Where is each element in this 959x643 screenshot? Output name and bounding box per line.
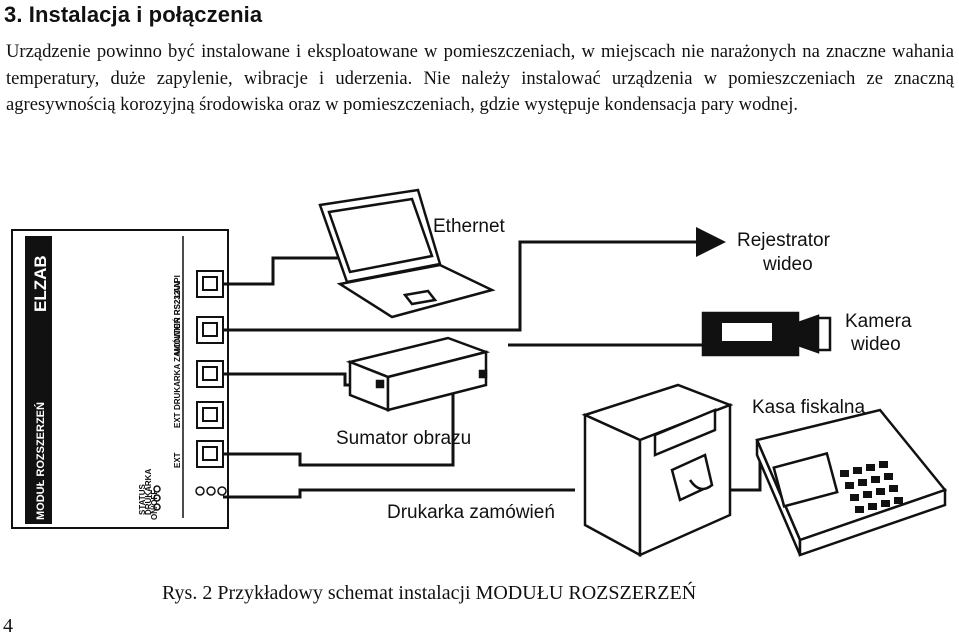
expansion-module: ELZAB MODUŁ ROZSZERZEŃ LAN MONITOR RS232… bbox=[11, 229, 229, 529]
led-label-printer: DRUKARKA bbox=[144, 469, 153, 515]
ethernet-line bbox=[223, 256, 343, 286]
camera-label-line2: wideo bbox=[850, 334, 901, 355]
camera-line bbox=[508, 330, 722, 347]
body-paragraph: Urządzenie powinno być instalowane i eks… bbox=[6, 41, 954, 116]
order-printer-icon bbox=[581, 383, 734, 558]
laptop-icon bbox=[318, 188, 496, 319]
recorder-line bbox=[223, 227, 726, 332]
cash-register-label: Kasa fiskalna bbox=[752, 397, 865, 418]
module-name: MODUŁ ROZSZERZEŃ bbox=[34, 402, 47, 520]
cash-register-icon bbox=[755, 408, 948, 557]
port-label-ext-2: EXT bbox=[173, 452, 182, 468]
module-leds bbox=[153, 485, 227, 511]
order-printer-label: Drukarka zamówień bbox=[387, 502, 555, 523]
ethernet-label: Ethernet bbox=[433, 216, 506, 237]
figure-caption: Rys. 2 Przykładowy schemat instalacji MO… bbox=[162, 582, 697, 604]
recorder-label-line2: wideo bbox=[762, 254, 813, 275]
port-label-lan: LAN bbox=[173, 281, 182, 298]
module-brand: ELZAB bbox=[31, 255, 50, 312]
led-label-power: ON/OFF bbox=[150, 490, 159, 520]
camera-label-line1: Kamera bbox=[845, 311, 912, 332]
register-keypad bbox=[840, 461, 903, 513]
port-label-monitor: MONITOR RS232/API bbox=[173, 275, 182, 355]
port-label-order-printer: DRUKARKA ZAMÓWIEŃ RS232 bbox=[173, 290, 182, 410]
page-number: 4 bbox=[3, 615, 13, 637]
port-label-ext-1: EXT bbox=[173, 412, 182, 428]
video-camera-icon bbox=[701, 311, 832, 357]
combiner-label: Sumator obrazu bbox=[336, 428, 471, 449]
section-heading: 3. Instalacja i połączenia bbox=[4, 2, 263, 27]
module-ports bbox=[196, 270, 224, 468]
video-combiner-icon bbox=[345, 336, 491, 412]
order-printer-line bbox=[223, 488, 575, 499]
led-label-status: STATUS bbox=[138, 484, 147, 515]
recorder-label-line1: Rejestrator bbox=[737, 230, 831, 251]
